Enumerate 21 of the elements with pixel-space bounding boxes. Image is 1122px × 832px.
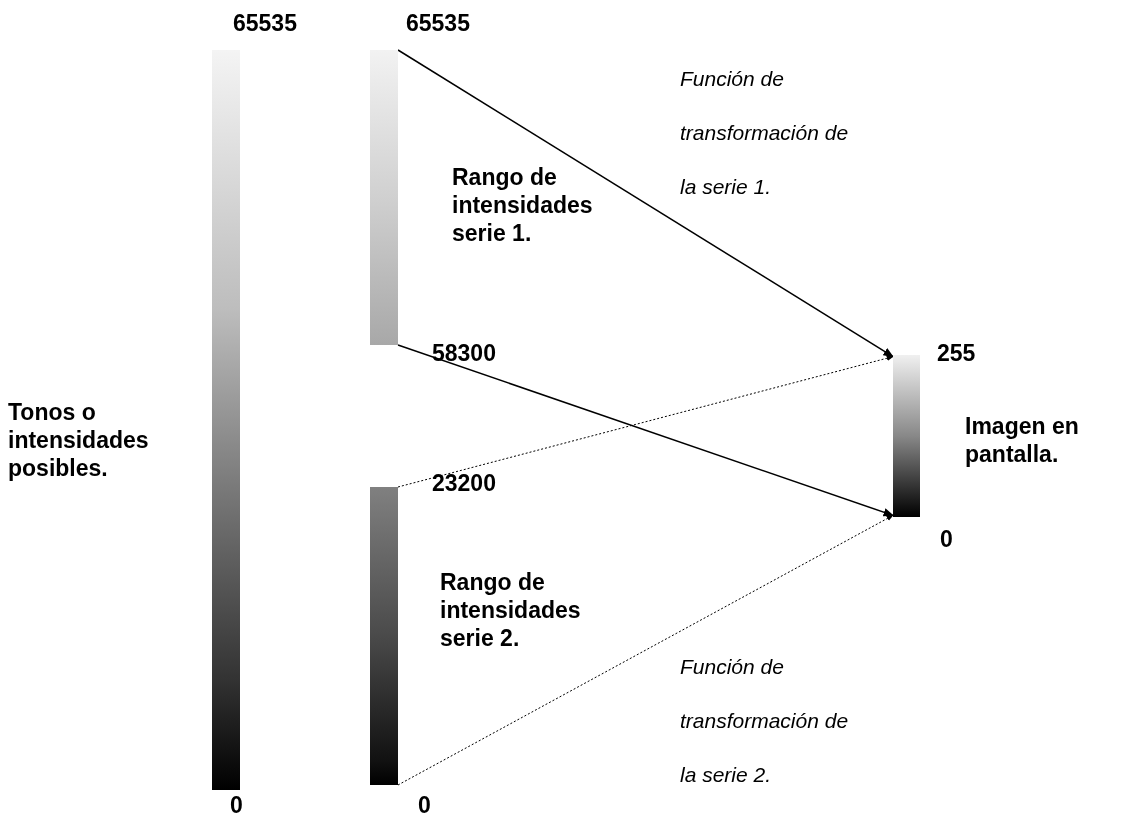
bar-caption: Rango de intensidades serie 2. <box>440 568 582 652</box>
bar-caption: Tonos o intensidades posibles. <box>8 398 150 482</box>
value-label: 58300 <box>432 340 496 367</box>
value-label: 65535 <box>233 10 297 37</box>
value-label: 65535 <box>406 10 470 37</box>
bar-caption: Imagen en pantalla. <box>965 412 1080 468</box>
arrow <box>397 355 894 488</box>
value-label: 255 <box>937 340 976 367</box>
grayscale-bar <box>893 355 920 517</box>
annotation-text: Función de transformación de la serie 1. <box>680 66 850 200</box>
grayscale-bar <box>370 487 398 785</box>
arrow <box>397 344 894 517</box>
arrow <box>397 49 894 358</box>
annotation-text: Función de transformación de la serie 2. <box>680 654 850 788</box>
value-label: 0 <box>418 792 431 819</box>
bar-caption: Rango de intensidades serie 1. <box>452 163 594 247</box>
value-label: 0 <box>940 526 953 553</box>
value-label: 0 <box>230 792 243 819</box>
value-label: 23200 <box>432 470 496 497</box>
grayscale-bar <box>212 50 240 790</box>
grayscale-bar <box>370 50 398 345</box>
